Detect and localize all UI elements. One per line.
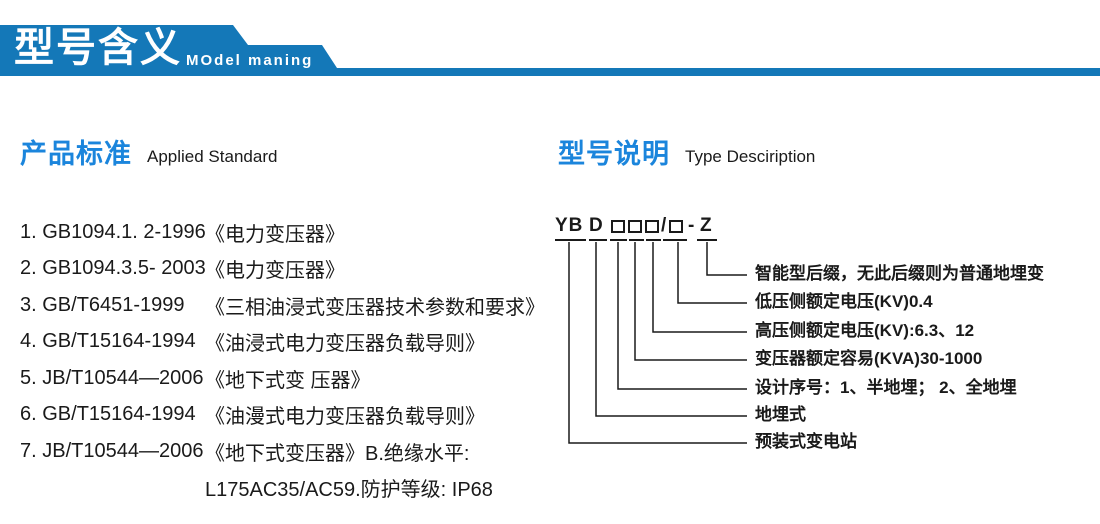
standard-code: 2. GB1094.3.5- 2003 xyxy=(20,257,206,280)
diagram-connector-lines xyxy=(555,239,747,444)
model-label-buried-type: 地埋式 xyxy=(755,405,806,424)
model-code-box-1 xyxy=(611,220,625,233)
standard-item: 4. GB/T15164-1994 《油浸式电力变压器负载导则》 xyxy=(20,324,545,361)
model-code-box-3 xyxy=(645,220,659,233)
standard-title: 《电力变压器》 xyxy=(205,223,345,246)
standard-title: 《电力变压器》 xyxy=(205,260,345,283)
standard-code: 4. GB/T15164-1994 xyxy=(20,330,196,353)
standards-heading-en: Applied Standard xyxy=(147,147,278,166)
model-code-dash: - xyxy=(688,215,696,236)
model-label-hv-voltage: 高压侧额定电压(KV):6.3、12 xyxy=(755,321,975,340)
standard-item: 1. GB1094.1. 2-1996 《电力变压器》 xyxy=(20,214,545,251)
standards-heading-zh: 产品标准 xyxy=(20,139,132,169)
header-banner: 型号含义 MOdel maning xyxy=(0,25,1100,77)
model-label-lv-voltage: 低压侧额定电压(KV)0.4 xyxy=(755,292,933,311)
standard-title: 《三相油浸式变压器技术参数和要求》 xyxy=(205,296,545,319)
model-code-box-2 xyxy=(628,220,642,233)
standard-title: 《油漫式电力变压器负载导则》 xyxy=(205,406,485,429)
standard-title: 《地下式变压器》B.绝缘水平: xyxy=(205,442,470,465)
model-code-box-4 xyxy=(669,220,683,233)
model-code-slash: / xyxy=(661,215,668,236)
standard-code: 5. JB/T10544—2006 xyxy=(20,366,204,389)
banner-title: 型号含义 xyxy=(14,26,182,70)
model-code-diagram: YB D / - Z 智能型后缀，无此后缀则为普通地埋变 低压侧额定电压(KV)… xyxy=(550,208,1100,498)
standard-item: 5. JB/T10544—2006 《地下式变 压器》 xyxy=(20,360,545,397)
model-label-design-serial: 设计序号：1、半地埋； 2、全地埋 xyxy=(755,378,1017,397)
standard-code: 3. GB/T6451-1999 xyxy=(20,293,185,316)
model-label-rated-capacity: 变压器额定容易(KVA)30-1000 xyxy=(755,349,983,368)
standard-item: 7. JB/T10544—2006 《地下式变压器》B.绝缘水平: xyxy=(20,433,545,470)
standard-title: 《地下式变 压器》 xyxy=(205,369,371,392)
standards-heading: 产品标准 Applied Standard xyxy=(20,141,277,168)
standard-title: L175AC35/AC59.防护等级: IP68 xyxy=(205,479,493,502)
standard-item: 2. GB1094.3.5- 2003 《电力变压器》 xyxy=(20,251,545,288)
standard-item-continuation: L175AC35/AC59.防护等级: IP68 xyxy=(20,470,545,507)
banner-subtitle: MOdel maning xyxy=(186,52,314,69)
standard-code: 1. GB1094.1. 2-1996 xyxy=(20,220,206,243)
standard-code: 7. JB/T10544—2006 xyxy=(20,439,204,462)
model-code-prefix: YB xyxy=(555,215,584,236)
model-label-smart-suffix: 智能型后缀，无此后缀则为普通地埋变 xyxy=(755,264,1044,283)
standard-code: 6. GB/T15164-1994 xyxy=(20,403,196,426)
standard-item: 6. GB/T15164-1994 《油漫式电力变压器负载导则》 xyxy=(20,397,545,434)
model-code-series: D xyxy=(589,215,604,236)
standard-item: 3. GB/T6451-1999 《三相油浸式变压器技术参数和要求》 xyxy=(20,287,545,324)
model-code-suffix: Z xyxy=(700,215,713,236)
model-heading-zh: 型号说明 xyxy=(558,139,670,169)
standard-title: 《油浸式电力变压器负载导则》 xyxy=(205,333,485,356)
model-heading-en: Type Desciription xyxy=(685,147,816,166)
standards-list: 1. GB1094.1. 2-1996 《电力变压器》 2. GB1094.3.… xyxy=(20,214,545,506)
model-heading: 型号说明 Type Desciription xyxy=(558,141,815,168)
model-label-prefab-substation: 预装式变电站 xyxy=(755,432,857,451)
